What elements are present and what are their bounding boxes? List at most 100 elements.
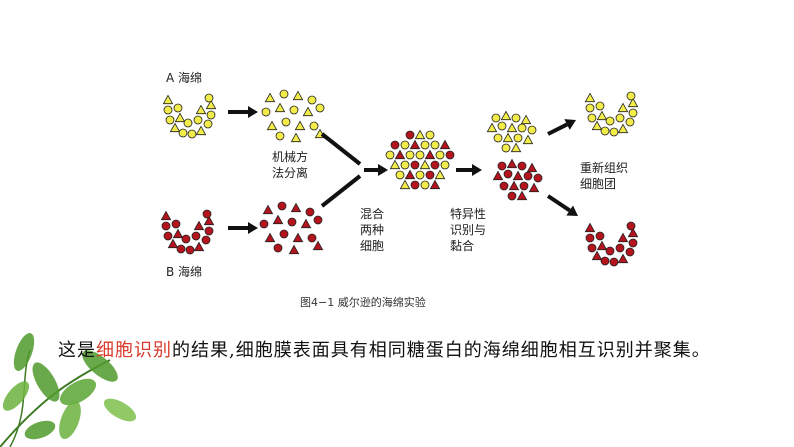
red-sorting xyxy=(492,158,543,201)
cell-triangle xyxy=(167,238,179,249)
yellow-dispersed xyxy=(261,89,326,143)
cell-triangle xyxy=(596,240,608,251)
cell-circle xyxy=(445,150,455,160)
cell-circle xyxy=(187,129,197,139)
cell-triangle xyxy=(174,112,186,123)
cell-circle xyxy=(415,150,425,160)
cell-circle xyxy=(605,246,615,256)
cell-triangle xyxy=(627,97,639,108)
cell-circle xyxy=(533,173,543,183)
cell-triangle xyxy=(526,162,538,173)
cell-triangle xyxy=(292,90,304,101)
leaf-shape xyxy=(59,378,97,406)
leaf-shape xyxy=(13,333,35,371)
cell-triangle xyxy=(516,190,528,201)
cell-circle xyxy=(279,229,289,239)
cell-circle xyxy=(501,143,511,153)
cell-circle xyxy=(287,217,297,227)
cell-circle xyxy=(628,108,638,118)
cell-circle xyxy=(261,107,271,117)
cell-circle xyxy=(585,233,595,243)
cell-circle xyxy=(390,140,400,150)
cell-circle xyxy=(609,257,619,267)
arrow-head xyxy=(472,164,482,176)
leaf-decoration xyxy=(0,333,137,447)
leaf-shape xyxy=(59,400,81,440)
merge-line-bottom xyxy=(320,174,362,208)
cell-triangle xyxy=(266,120,278,131)
cell-circle xyxy=(395,170,405,180)
label-mechanical-1: 机械方 xyxy=(272,150,309,164)
cell-circle xyxy=(203,119,213,129)
yellow-sponge-a xyxy=(162,93,217,139)
arrow-head xyxy=(378,164,388,176)
label-sponge-b: B 海绵 xyxy=(166,265,203,279)
cell-triangle xyxy=(520,114,532,125)
cell-circle xyxy=(405,150,415,160)
cell-triangle xyxy=(617,123,629,134)
cell-circle xyxy=(400,160,410,170)
cell-circle xyxy=(605,116,615,126)
cell-circle xyxy=(163,105,173,115)
label-reform-2: 细胞团 xyxy=(580,177,617,191)
cell-triangle xyxy=(203,215,215,226)
cell-circle xyxy=(497,121,507,131)
cell-circle xyxy=(281,117,291,127)
cell-triangle xyxy=(500,110,512,121)
arrow-shaft xyxy=(546,194,571,213)
cell-circle xyxy=(503,169,513,179)
cell-triangle xyxy=(617,253,629,264)
cell-circle xyxy=(523,171,533,181)
cell-circle xyxy=(626,91,636,101)
cell-triangle xyxy=(262,204,274,215)
figure-caption: 图4−1 威尔逊的海绵实验 xyxy=(300,296,426,309)
cell-triangle xyxy=(389,159,401,170)
cell-circle xyxy=(191,231,201,241)
cell-circle xyxy=(587,243,597,253)
cell-triangle xyxy=(274,102,286,113)
cell-circle xyxy=(491,113,501,123)
cell-circle xyxy=(185,245,195,255)
cell-circle xyxy=(181,234,191,244)
cell-circle xyxy=(425,170,435,180)
cell-circle xyxy=(420,140,430,150)
cell-triangle xyxy=(502,132,514,143)
label-reform-1: 重新组织 xyxy=(580,161,629,175)
cell-circle xyxy=(595,101,605,111)
cell-triangle xyxy=(434,169,446,180)
cell-triangle xyxy=(512,170,524,181)
arrow-head xyxy=(248,106,258,118)
label-specific-2: 识别与 xyxy=(450,223,487,237)
arrow-b-separate xyxy=(228,222,258,234)
cell-circle xyxy=(277,201,287,211)
cell-circle xyxy=(161,221,171,231)
cell-circle xyxy=(517,161,527,171)
cell-circle xyxy=(440,160,450,170)
cell-triangle xyxy=(506,158,518,169)
cell-circle xyxy=(511,113,521,123)
arrow-head xyxy=(564,119,576,130)
cell-circle xyxy=(313,215,323,225)
cell-triangle xyxy=(160,210,172,221)
cell-triangle xyxy=(627,227,639,238)
leaf-shape xyxy=(103,398,137,422)
leaf-shape xyxy=(32,362,60,402)
cell-circle xyxy=(183,118,193,128)
cell-triangle xyxy=(409,139,421,150)
yellow-reformed xyxy=(584,91,639,137)
cell-circle xyxy=(425,130,435,140)
cell-triangle xyxy=(264,232,276,243)
cell-circle xyxy=(435,150,445,160)
cell-triangle xyxy=(264,92,276,103)
explanation-sentence: 这是细胞识别的结果,细胞膜表面具有相同糖蛋白的海绵细胞相互识别并聚集。 xyxy=(58,336,711,362)
cell-circle xyxy=(204,93,214,103)
label-specific-1: 特异性 xyxy=(450,207,487,221)
cell-circle xyxy=(415,170,425,180)
cell-triangle xyxy=(195,125,207,136)
cell-triangle xyxy=(429,179,441,190)
red-dispersed xyxy=(259,201,324,255)
cell-circle xyxy=(600,256,610,266)
cell-circle xyxy=(385,150,395,160)
cell-circle xyxy=(275,131,285,141)
